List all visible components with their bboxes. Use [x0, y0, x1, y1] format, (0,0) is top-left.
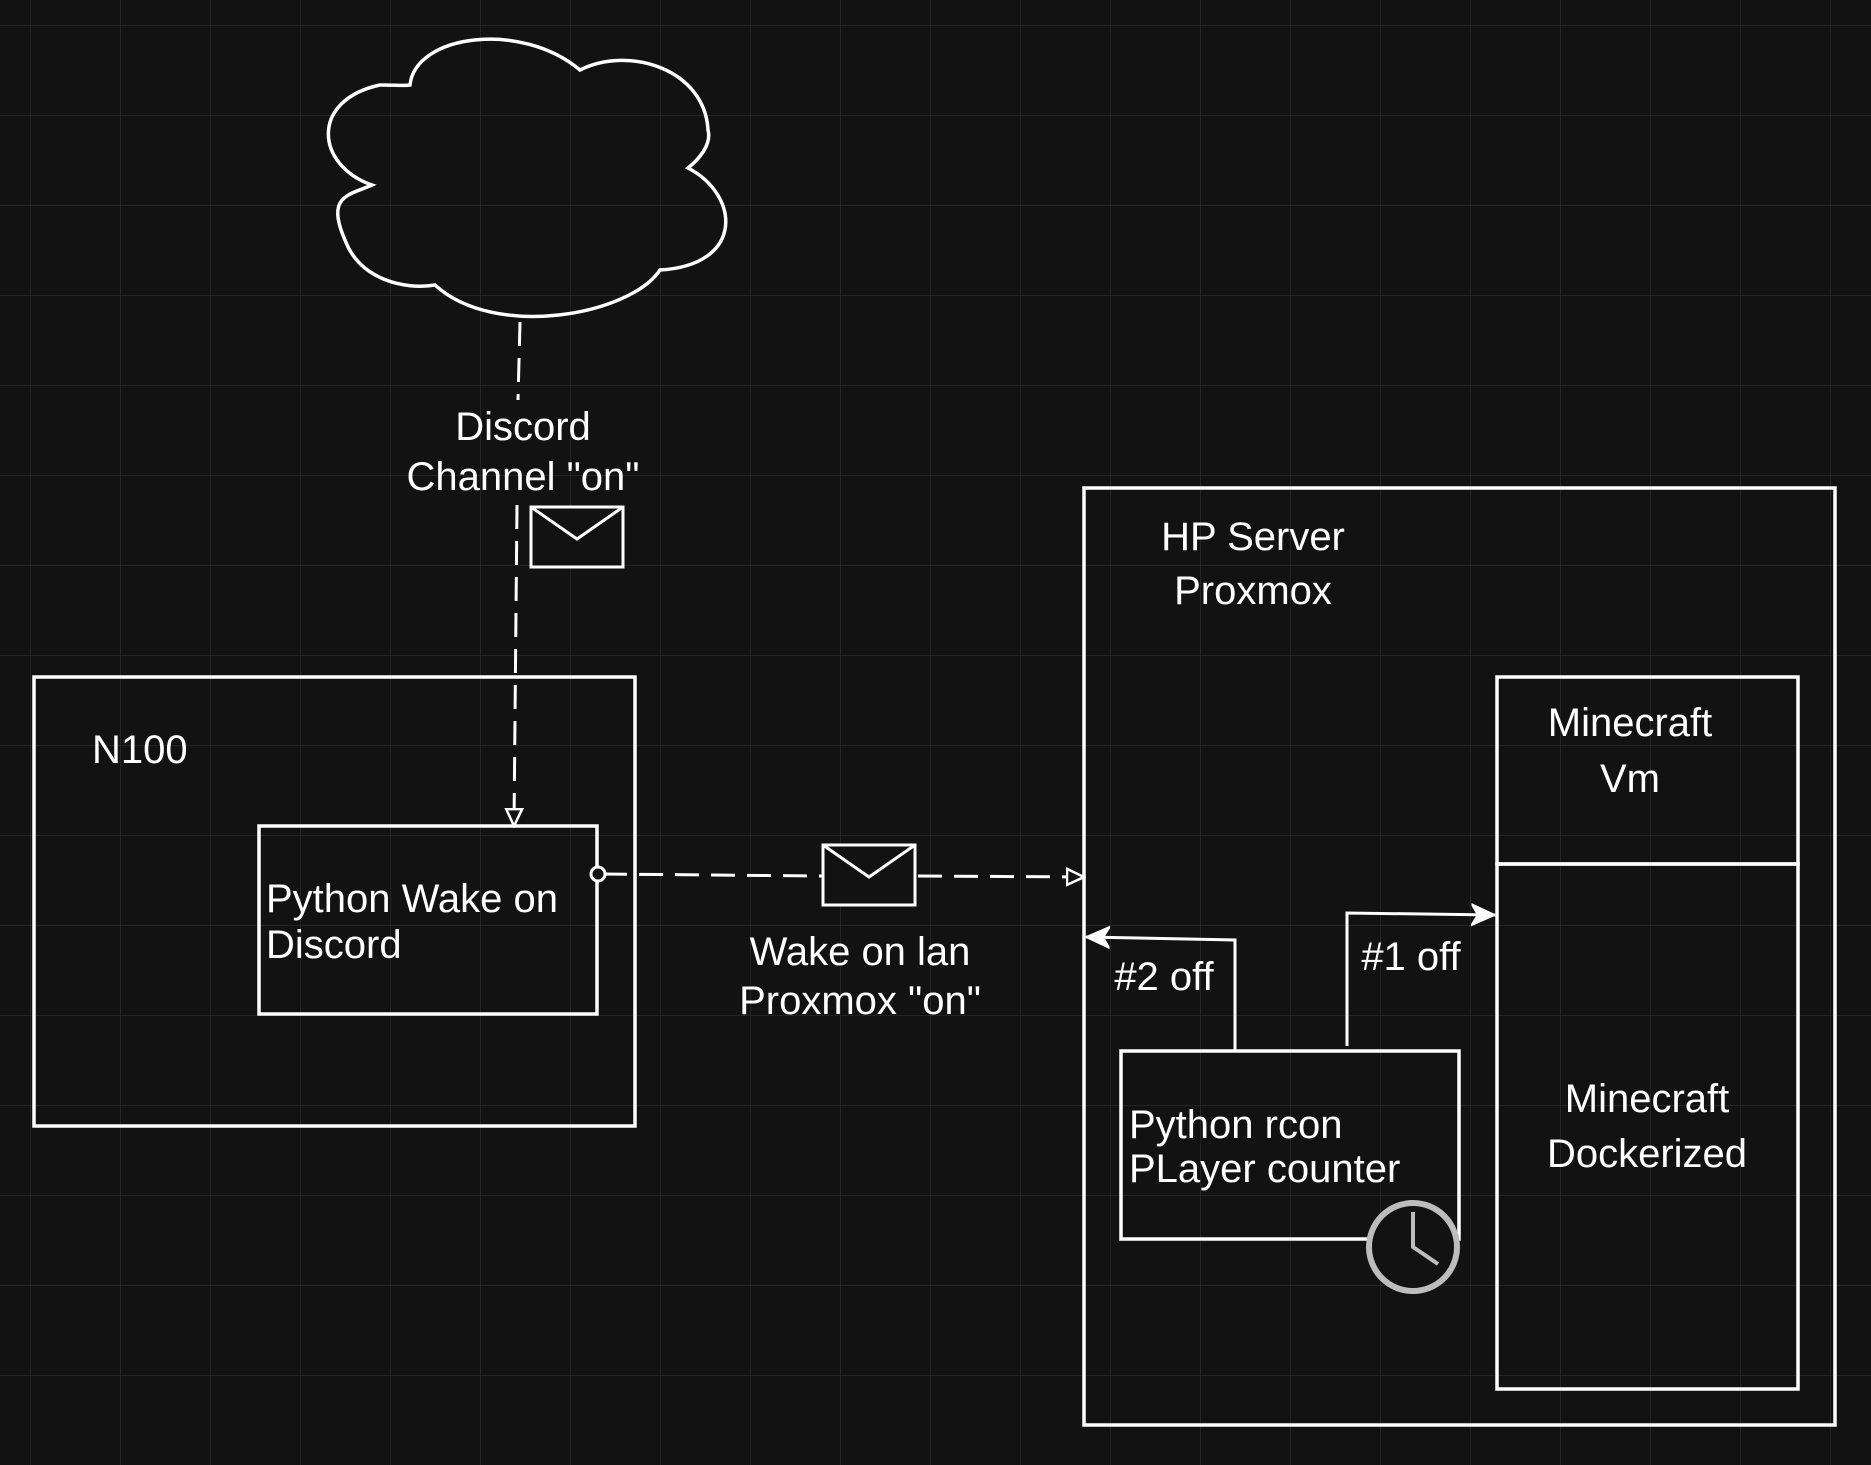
off-1-edge [1345, 913, 1495, 1046]
python-wake-label-line1: Python Wake on [266, 877, 558, 921]
hp-server-label-line2: Proxmox [1174, 569, 1332, 613]
wake-on-lan-label-line1: Wake on lan [750, 930, 971, 974]
discord-channel-label-line1: Discord [455, 405, 591, 449]
discord-channel-label: Discord Channel "on" [406, 405, 639, 499]
hp-server-node[interactable]: HP Server Proxmox [1082, 486, 1837, 1427]
minecraft-vm-label-line2: Vm [1600, 757, 1660, 801]
off-2-label: #2 off [1114, 955, 1214, 999]
hp-server-label-line1: HP Server [1161, 515, 1345, 559]
minecraft-docker-label-line1: Minecraft [1565, 1077, 1730, 1121]
wake-on-lan-label-line2: Proxmox "on" [739, 979, 981, 1023]
python-rcon-node[interactable]: Python rcon PLayer counter [1119, 1049, 1461, 1241]
clock-icon [1366, 1200, 1460, 1294]
wake-on-lan-edge [602, 874, 1084, 877]
wake-on-lan-label: Wake on lan Proxmox "on" [739, 930, 981, 1023]
cloud-icon[interactable] [326, 37, 728, 319]
n100-label: N100 [92, 728, 188, 772]
discord-channel-label-line2: Channel "on" [406, 455, 639, 499]
off-2-edge [1086, 937, 1237, 1051]
minecraft-vm-label-line1: Minecraft [1548, 701, 1713, 745]
python-rcon-label-line1: Python rcon [1129, 1103, 1342, 1147]
envelope-icon [529, 505, 625, 569]
minecraft-docker-node[interactable]: Minecraft Dockerized [1495, 862, 1800, 1391]
python-wake-node[interactable]: Python Wake on Discord [257, 824, 599, 1016]
python-rcon-label-line2: PLayer counter [1129, 1147, 1400, 1191]
envelope-icon [821, 843, 917, 907]
off-1-label: #1 off [1361, 935, 1461, 979]
n100-node[interactable]: N100 [32, 675, 637, 1128]
edge-start-circle [589, 865, 607, 883]
minecraft-docker-label-line2: Dockerized [1547, 1132, 1747, 1176]
discord-channel-edge [514, 321, 520, 826]
python-wake-label-line2: Discord [266, 923, 402, 967]
